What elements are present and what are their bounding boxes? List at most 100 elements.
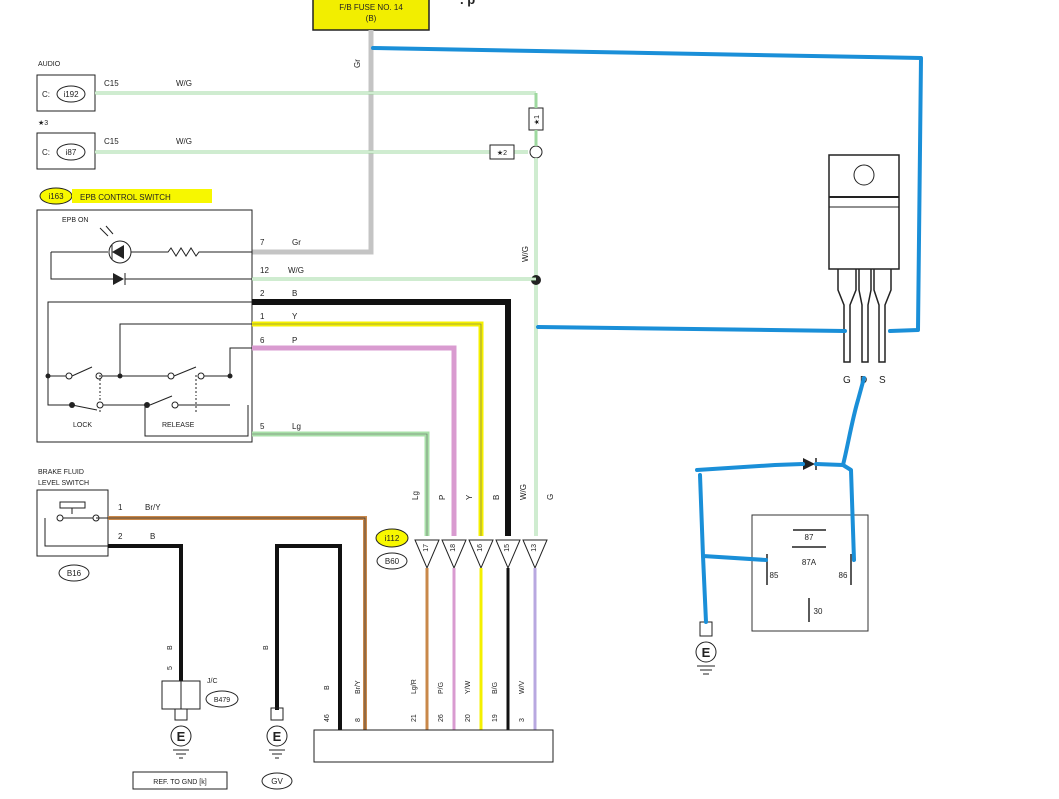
- relay-85: 85: [770, 571, 779, 580]
- audio-connector: i192: [63, 90, 79, 99]
- vlabel-g: G: [546, 494, 555, 500]
- relay-87: 87: [805, 533, 814, 542]
- vlabel-wg2: W/G: [519, 484, 528, 500]
- ref-to-gnd-label: REF. TO GND [k]: [153, 779, 206, 786]
- epb-wire-p: P: [292, 336, 297, 345]
- wire-wg-vertical-label: W/G: [521, 246, 530, 262]
- svg-text:8: 8: [355, 718, 362, 722]
- brake-pin-1: 1: [118, 503, 123, 512]
- epb-pin-2: 2: [260, 289, 265, 298]
- i112-pins: 17 18 16 15 13: [411, 536, 553, 570]
- b60-label: B60: [385, 557, 400, 566]
- relay-ground-icon: [695, 641, 717, 663]
- blue-drain-down: [841, 376, 866, 467]
- svg-text:19: 19: [492, 714, 499, 722]
- jc-title: J/C: [207, 678, 218, 685]
- svg-text:E: E: [702, 645, 711, 660]
- star3-title: ★3: [38, 119, 48, 127]
- brake-title-1: BRAKE FLUID: [38, 469, 84, 476]
- wire-bry: [108, 516, 367, 730]
- star2-label: ★2: [497, 149, 507, 157]
- jc-connector: B479: [214, 697, 230, 704]
- wire-b-pin2: [252, 299, 511, 552]
- relay-87a: 87A: [802, 558, 817, 567]
- svg-text:18: 18: [450, 544, 457, 552]
- audio-connector-prefix: C:: [42, 90, 50, 99]
- svg-text:5: 5: [167, 666, 174, 670]
- blue-fuse-to-source: [371, 46, 923, 333]
- ecm-pin-labels: 46 B 8 Br/Y 21 Lg/R 26 P/G 20 Y/W 19 B/G…: [324, 679, 526, 722]
- epb-switch: i163 EPB CONTROL SWITCH EPB ON 7 Gr 12 W…: [36, 187, 304, 443]
- relay-30: 30: [814, 607, 823, 616]
- epb-pin-6: 6: [260, 336, 265, 345]
- epb-pin-7: 7: [260, 238, 265, 247]
- wire-gr-label: Gr: [353, 59, 362, 68]
- epb-wire-y: Y: [292, 312, 298, 321]
- audio-pin: C15: [104, 79, 119, 88]
- svg-text:21: 21: [411, 714, 418, 722]
- wire-b-gv: [275, 544, 342, 730]
- blue-wg-to-gate: [536, 325, 847, 333]
- i112-tag: [375, 528, 409, 548]
- epb-wire-lg: Lg: [292, 422, 301, 431]
- epb-led-label: EPB ON: [62, 217, 88, 224]
- vlabel-lg: Lg: [411, 491, 420, 500]
- relay-body: [751, 514, 869, 632]
- mosfet-s-label: S: [879, 375, 886, 386]
- svg-text:16: 16: [477, 544, 484, 552]
- brake-pin-2: 2: [118, 532, 123, 541]
- fuse-box: F/B FUSE NO. 14 (B) . p: [312, 0, 475, 31]
- relay-ground: E: [695, 621, 717, 675]
- blue-annotations: [371, 46, 923, 624]
- epb-wire-b: B: [292, 289, 297, 298]
- epb-title: EPB CONTROL SWITCH: [80, 193, 171, 202]
- audio-title: AUDIO: [38, 61, 61, 68]
- wire-b-brake: [108, 544, 183, 681]
- svg-text:26: 26: [438, 714, 445, 722]
- vlabel-y: Y: [465, 494, 474, 500]
- jc-block: B 5 J/C B479 E REF. TO GND [k]: [132, 645, 239, 790]
- svg-text:Lg/R: Lg/R: [411, 679, 418, 694]
- svg-text:E: E: [273, 729, 282, 744]
- svg-text:17: 17: [423, 544, 430, 552]
- svg-text:E: E: [177, 729, 186, 744]
- resistor-icon: [131, 247, 252, 257]
- blue-to-ground: [701, 554, 708, 624]
- epb-release-label: RELEASE: [162, 422, 195, 429]
- mosfet-g-label: G: [843, 375, 851, 386]
- epb-pin-12: 12: [260, 266, 269, 275]
- star3-wire: W/G: [176, 137, 192, 146]
- vlabel-p: P: [438, 495, 447, 500]
- wire-p-pin6: [252, 345, 457, 552]
- svg-text:3: 3: [519, 718, 526, 722]
- audio-wire: W/G: [176, 79, 192, 88]
- relay: 87 87A 85 86 30: [751, 514, 869, 632]
- svg-text:46: 46: [324, 714, 331, 722]
- svg-text:20: 20: [465, 714, 472, 722]
- i112-label: i112: [385, 534, 400, 543]
- star2-mark: [489, 144, 515, 160]
- diode-icon: [113, 273, 124, 285]
- epb-pin-5: 5: [260, 422, 265, 431]
- star3-block: ★3 C: i87 C15 W/G: [36, 119, 192, 170]
- relay-86: 86: [839, 571, 848, 580]
- brake-connector: B16: [67, 569, 82, 578]
- svg-text:Br/Y: Br/Y: [355, 680, 362, 694]
- vlabel-b: B: [492, 495, 501, 500]
- svg-text:B: B: [324, 685, 331, 690]
- star3-connector-prefix: C:: [42, 148, 50, 157]
- epb-wire-gr: Gr: [292, 238, 301, 247]
- star3-pin: C15: [104, 137, 119, 146]
- epb-connector: i163: [48, 192, 64, 201]
- mosfet-tab-hole: [853, 164, 875, 186]
- svg-text:B/G: B/G: [492, 682, 499, 694]
- fuse-cut-text: . p: [460, 0, 475, 7]
- epb-pin-1: 1: [260, 312, 265, 321]
- svg-text:15: 15: [504, 544, 511, 552]
- brake-fluid-switch: BRAKE FLUID LEVEL SWITCH B16 1 Br/Y 2 B: [36, 469, 161, 582]
- splice-open-circle: [529, 145, 543, 159]
- svg-text:13: 13: [531, 544, 538, 552]
- mosfet: G D S: [828, 154, 900, 386]
- svg-text:B: B: [167, 645, 174, 650]
- audio-block: AUDIO C: i192 C15 W/G: [36, 61, 192, 112]
